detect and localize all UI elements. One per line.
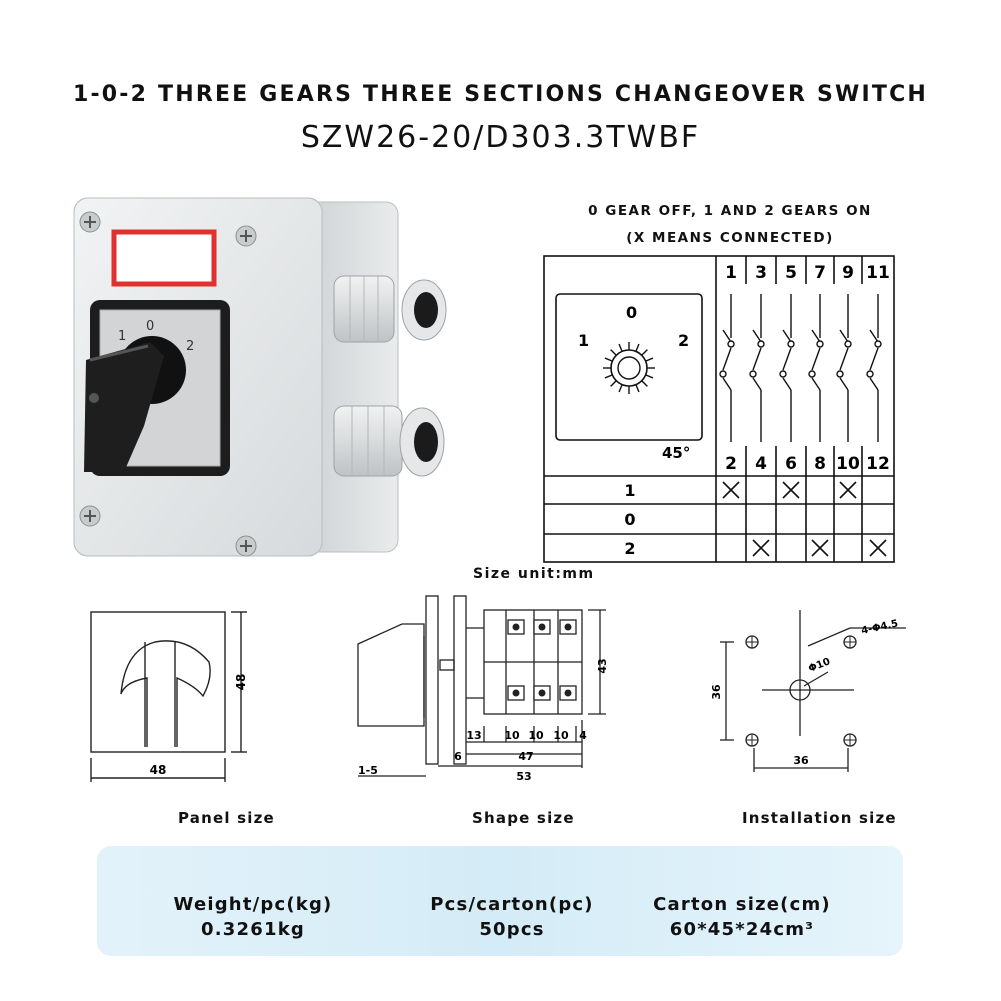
connected-mark [839,481,857,499]
spec-label: Weight/pc(kg) [173,894,333,915]
terminal-label: 10 [836,454,860,474]
dial-mark: 1 [118,329,126,344]
terminal-label: 1 [725,263,737,283]
diagram-caption: 0 GEAR OFF, 1 AND 2 GEARS ON [588,203,872,219]
rotary-knob [84,336,186,472]
dial-position-label: 0 [626,303,637,322]
connected-mark [782,481,800,499]
dim-label: 4 [579,729,587,742]
dial-symbol [603,342,655,394]
shape-size-drawing: 13 10 10 10 4 6 47 53 1-5 43 [357,595,609,783]
screw-icon [235,535,257,557]
contact-symbol [866,294,882,442]
switch-box-photo: 1 0 2 [73,197,447,557]
terminal-label: 7 [814,263,826,283]
size-unit: Size unit:mm [473,566,595,582]
gear-position-label: 1 [624,481,635,500]
gear-position-label: 0 [624,510,635,529]
contact-symbol [749,294,765,442]
terminal-label: 2 [725,454,737,474]
gear-position-label: 2 [624,539,635,558]
dim-label: 10 [504,729,520,742]
contact-symbol [719,294,735,442]
dim-label: 36 [793,754,809,767]
screw-icon [79,211,101,233]
terminal-label: 5 [785,263,797,283]
cable-gland [333,405,445,477]
connected-mark [722,481,740,499]
connected-mark [869,539,887,557]
dial-position-label: 1 [578,331,589,350]
installation-size-drawing: 4-Φ4.5 Φ10 36 36 [710,610,906,772]
spec-label: Carton size(cm) [653,894,831,915]
dim-label: Φ10 [807,656,832,675]
terminal-label: 11 [866,263,890,283]
diagram-caption-note: (X MEANS CONNECTED) [626,230,834,246]
terminal-label: 9 [842,263,854,283]
panel-size-drawing: 48 48 [90,611,248,782]
spec-value: 50pcs [479,919,545,940]
label-plate [111,229,217,287]
dim-label: 43 [596,658,609,673]
dim-label: 53 [516,770,531,783]
dim-label: 13 [466,729,481,742]
panel-size-caption: Panel size [178,809,275,827]
contact-symbol [836,294,852,442]
terminal-label: 6 [785,454,797,474]
spec-value: 60*45*24cm³ [669,919,815,940]
dial-position-label: 2 [678,331,689,350]
specs-panel: Weight/pc(kg) 0.3261kg Pcs/carton(pc) 50… [97,846,903,956]
spec-label: Pcs/carton(pc) [430,894,594,915]
page-title: 1-0-2 THREE GEARS THREE SECTIONS CHANGEO… [72,82,929,107]
dim-label: 47 [518,750,533,763]
spec-carton-size: Carton size(cm) 60*45*24cm³ [637,892,847,942]
shape-size-caption: Shape size [472,809,575,827]
dim-label: 1-5 [358,764,378,777]
connected-mark [752,539,770,557]
dim-label: 48 [150,763,167,777]
dim-label: 36 [710,684,723,700]
connected-mark [811,539,829,557]
angle-label: 45° [662,444,690,462]
terminal-label: 4 [755,454,767,474]
dim-label: 10 [528,729,544,742]
screw-icon [79,505,101,527]
spec-pcs-carton: Pcs/carton(pc) 50pcs [407,892,617,942]
contact-symbol [779,294,795,442]
cable-gland [333,275,447,343]
screw-icon [235,225,257,247]
terminal-label: 8 [814,454,826,474]
dim-label: 48 [234,674,248,691]
spec-value: 0.3261kg [201,919,305,940]
installation-size-caption: Installation size [742,809,897,827]
terminal-label: 3 [755,263,767,283]
dim-label: 4-Φ4.5 [860,618,899,637]
contact-symbol [808,294,824,442]
spec-weight: Weight/pc(kg) 0.3261kg [153,892,353,942]
dim-label: 10 [553,729,569,742]
model-number: SZW26-20/D303.3TWBF [300,120,701,155]
dial-mark: 2 [186,339,194,354]
dim-label: 6 [454,750,462,763]
terminal-label: 12 [866,454,890,474]
dial-mark: 0 [146,319,154,334]
